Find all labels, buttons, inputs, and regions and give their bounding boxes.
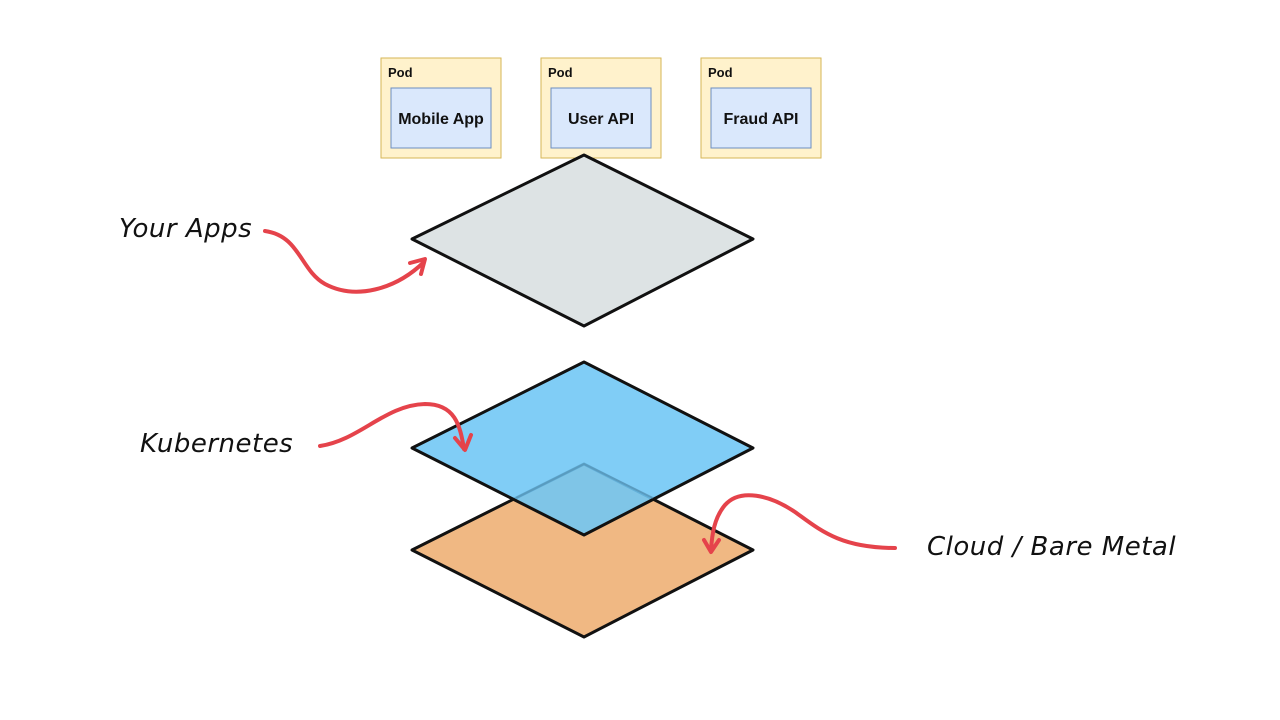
infrastructure-layer-hidden-edge <box>515 462 654 499</box>
app-box <box>550 87 652 149</box>
label-your-apps: Your Apps <box>119 214 252 244</box>
infrastructure-layer[interactable] <box>410 462 755 639</box>
pod-label: Pod <box>708 65 733 80</box>
kubernetes-layer[interactable] <box>410 360 755 537</box>
label-cloud-bare-metal: Cloud / Bare Metal <box>927 532 1176 562</box>
app-label: Fraud API <box>724 111 799 128</box>
app-box <box>390 87 492 149</box>
apps-layer[interactable] <box>410 153 755 328</box>
pod-user-api[interactable]: Pod User API <box>540 57 662 159</box>
pod-label: Pod <box>388 65 413 80</box>
pod-label: Pod <box>548 65 573 80</box>
app-label: User API <box>568 111 634 128</box>
pod-fraud-api[interactable]: Pod Fraud API <box>700 57 822 159</box>
arrow-your-apps <box>263 229 427 294</box>
label-kubernetes: Kubernetes <box>140 429 293 459</box>
app-box <box>710 87 812 149</box>
pod-mobile-app[interactable]: Pod Mobile App <box>380 57 502 159</box>
app-label: Mobile App <box>398 111 484 128</box>
arrow-kubernetes <box>318 401 473 452</box>
arrow-cloud-bare-metal <box>702 493 897 554</box>
